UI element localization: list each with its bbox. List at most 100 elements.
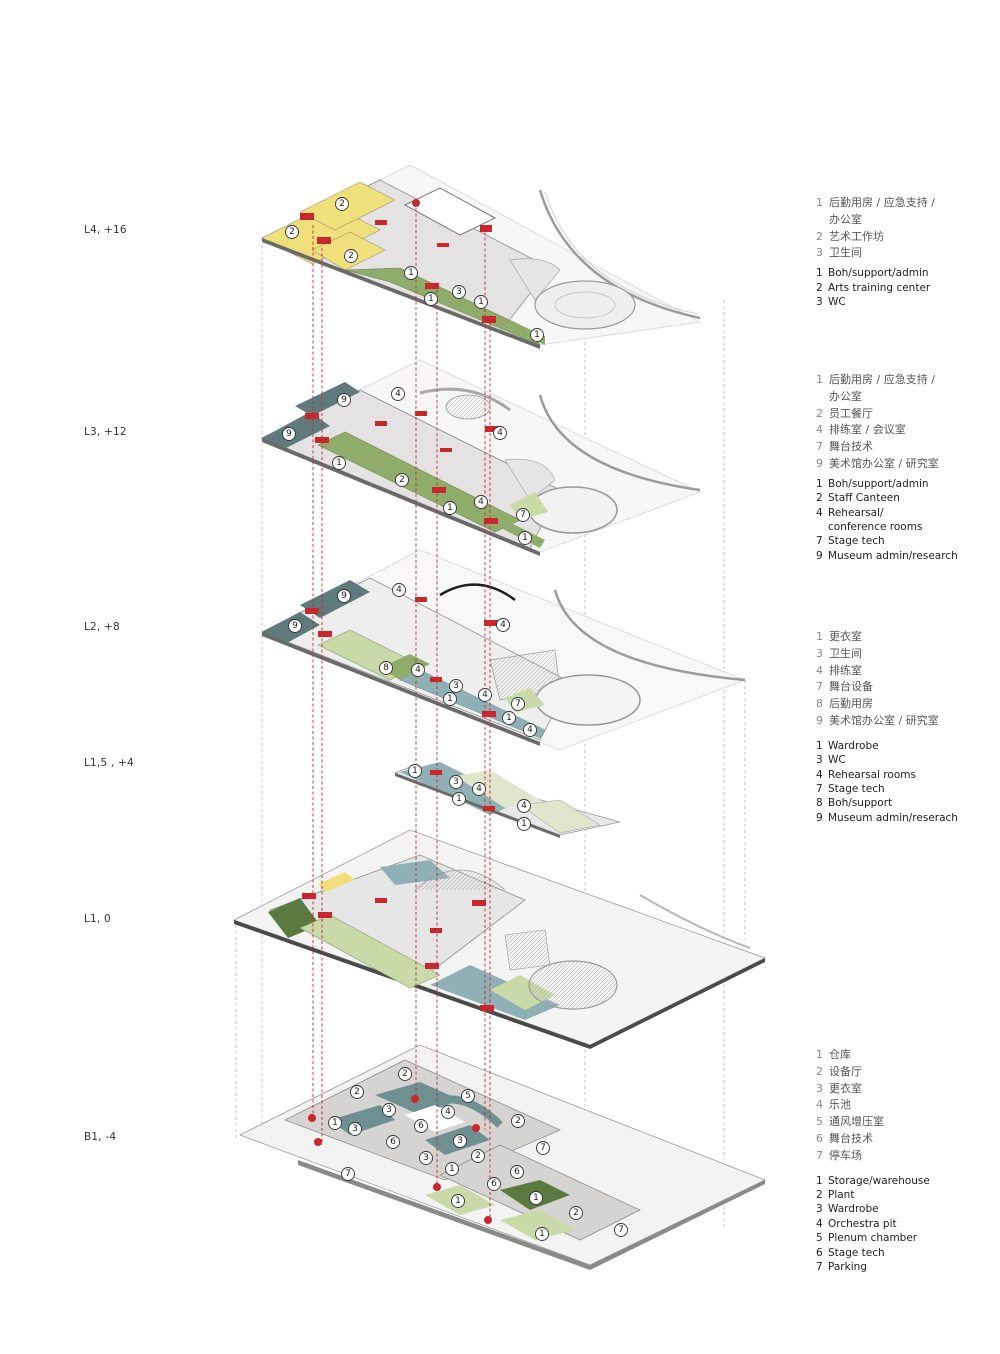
svg-text:9: 9 (286, 429, 292, 439)
svg-text:1: 1 (534, 330, 540, 340)
legend-num: 3 (816, 1081, 823, 1095)
plate-b1 (238, 1044, 766, 1270)
svg-text:1: 1 (447, 694, 453, 704)
legend-num: 9 (816, 549, 823, 562)
svg-text:1: 1 (522, 533, 528, 543)
level-label-l1-5: L1,5 , +4 (84, 757, 134, 769)
svg-text:1: 1 (447, 503, 453, 513)
legend-num: 3 (816, 754, 823, 767)
legend-item-cn: 卫生间 (829, 646, 862, 660)
legend-item-cn: 仓库 (829, 1048, 851, 1061)
svg-text:6: 6 (390, 1137, 396, 1147)
legend-num: 2 (816, 492, 823, 505)
legend-num: 9 (816, 811, 823, 824)
legend-item-cn: 后勤用房 / 应急支持 / (829, 373, 935, 386)
legend-item-en: Museum admin/reserach (828, 811, 958, 824)
level-label-l4: L4, +16 (84, 224, 127, 236)
legend-num: 2 (816, 281, 823, 294)
legend-item-en: Plant (828, 1188, 855, 1201)
legend-item-en: Boh/support (828, 797, 893, 810)
svg-text:1: 1 (336, 458, 342, 468)
svg-text:4: 4 (482, 690, 488, 700)
legend-item-en: Rehearsal rooms (828, 768, 916, 781)
svg-text:3: 3 (453, 777, 459, 787)
svg-text:2: 2 (339, 199, 345, 209)
legend-item-en: Stage tech (828, 1246, 885, 1259)
svg-text:4: 4 (445, 1107, 451, 1117)
legend-num: 1 (816, 477, 823, 490)
svg-text:1: 1 (506, 713, 512, 723)
svg-text:9: 9 (341, 395, 347, 405)
legend-item-cn: 停车场 (829, 1148, 862, 1162)
legend-item-cn-cont: 办公室 (829, 389, 862, 403)
legend-num: 7 (816, 680, 823, 694)
legend-item-cn: 后勤用房 / 应急支持 / (829, 196, 935, 209)
legend-num: 8 (816, 797, 823, 810)
svg-text:4: 4 (478, 497, 484, 507)
legend-num: 6 (816, 1131, 823, 1145)
svg-text:3: 3 (457, 1136, 463, 1146)
legend-item-en: Stage tech (828, 783, 885, 795)
legend-num: 4 (816, 768, 823, 781)
legend-num: 7 (816, 1148, 823, 1162)
legend-item-en: Boh/support/admin (828, 477, 929, 490)
svg-text:1: 1 (412, 766, 418, 776)
svg-text:3: 3 (423, 1153, 429, 1163)
alignment-guides (235, 245, 746, 1250)
svg-text:2: 2 (402, 1069, 408, 1079)
legend-num: 4 (816, 1098, 823, 1112)
legend-num: 4 (816, 663, 823, 677)
svg-text:1: 1 (478, 297, 484, 307)
svg-text:1: 1 (332, 1118, 338, 1128)
legend-item-cn: 更衣室 (829, 630, 862, 643)
svg-text:1: 1 (408, 268, 414, 278)
svg-text:2: 2 (289, 227, 295, 237)
svg-text:4: 4 (396, 585, 402, 595)
svg-text:3: 3 (386, 1105, 392, 1115)
svg-text:7: 7 (515, 699, 521, 709)
l1-5-room-badges: 1 3 4 1 4 1 (408, 764, 531, 831)
legend-num: 1 (816, 739, 823, 752)
legend-num: 7 (816, 1261, 823, 1274)
level-label-l3: L3, +12 (84, 426, 127, 438)
svg-text:5: 5 (465, 1091, 471, 1101)
legend-num: 1 (816, 1174, 823, 1187)
plate-l1 (232, 829, 767, 1049)
legend-num: 2 (816, 1064, 823, 1078)
legend-num: 9 (816, 713, 823, 727)
svg-text:4: 4 (500, 620, 506, 630)
svg-text:1: 1 (455, 1196, 461, 1206)
legend-item-cn: 舞台设备 (829, 680, 873, 694)
l4-room-badges: 2 2 2 1 1 3 1 1 (285, 197, 544, 342)
legend-item-en: Staff Canteen (828, 492, 900, 505)
legend-item-en: Rehearsal/ (828, 506, 884, 519)
legend-num: 6 (816, 1246, 823, 1259)
legend-num: 1 (816, 1048, 823, 1061)
svg-text:1: 1 (456, 794, 462, 804)
legend-item-cn: 更衣室 (829, 1081, 862, 1095)
svg-text:1: 1 (449, 1164, 455, 1174)
svg-text:6: 6 (514, 1167, 520, 1177)
legend-item-en: Boh/support/admin (828, 267, 929, 280)
legend-item-en: Museum admin/research (828, 549, 958, 562)
legend-item-en: Arts training center (828, 281, 931, 294)
legend-item-cn: 排练室 (829, 663, 862, 677)
legend-item-en: WC (828, 754, 846, 767)
legend-num: 3 (816, 246, 823, 260)
svg-text:7: 7 (540, 1143, 546, 1153)
svg-text:1: 1 (428, 294, 434, 304)
legend-item-cn: 员工餐厅 (829, 406, 873, 420)
level-label-l2: L2, +8 (84, 621, 120, 633)
svg-text:4: 4 (476, 784, 482, 794)
svg-text:4: 4 (395, 389, 401, 399)
svg-text:2: 2 (573, 1208, 579, 1218)
legend-num: 2 (816, 1188, 823, 1201)
legend-item-cn: 美术馆办公室 / 研究室 (829, 456, 939, 470)
svg-text:2: 2 (475, 1151, 481, 1161)
svg-text:2: 2 (354, 1087, 360, 1097)
